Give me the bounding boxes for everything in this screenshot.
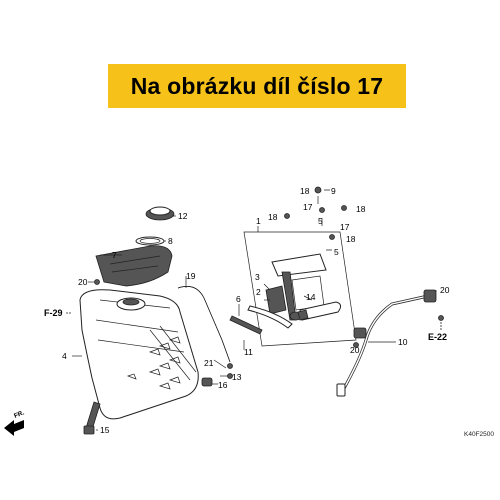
callout-18-top: 18 <box>300 186 310 196</box>
pump-gasket[interactable] <box>247 305 293 329</box>
callout-18-right: 18 <box>356 204 366 214</box>
callout-4: 4 <box>62 351 67 361</box>
svg-text:E-22: E-22 <box>428 332 447 342</box>
ref-f29[interactable]: F-29 <box>44 308 72 318</box>
callout-16: 16 <box>218 380 228 390</box>
leader-lines <box>72 189 437 431</box>
part-number-banner: Na obrázku díl číslo 17 <box>108 64 406 108</box>
callout-11: 11 <box>244 347 253 357</box>
banner-text: Na obrázku díl číslo 17 <box>130 72 384 99</box>
fuel-hose[interactable] <box>336 289 437 397</box>
callout-5-upper: 5 <box>318 216 323 226</box>
callout-13: 13 <box>232 372 242 382</box>
callout-3: 3 <box>255 272 260 282</box>
callout-17-upper: 17 <box>303 202 313 212</box>
callout-21: 21 <box>204 358 214 368</box>
svg-text:F-29: F-29 <box>44 308 63 318</box>
callout-8: 8 <box>168 236 173 246</box>
bolts <box>83 186 444 435</box>
seal-ring[interactable] <box>135 236 165 246</box>
breather-tube[interactable] <box>177 286 231 363</box>
fuel-tank[interactable] <box>79 289 199 420</box>
callout-12: 12 <box>178 211 188 221</box>
callout-2: 2 <box>256 287 261 297</box>
callout-9: 9 <box>331 186 336 196</box>
callout-18-left: 18 <box>268 212 278 222</box>
front-direction-arrow: FR. <box>4 409 26 436</box>
callout-6: 6 <box>236 294 241 304</box>
callout-19: 19 <box>186 271 196 281</box>
fuel-level-sensor[interactable] <box>297 301 342 321</box>
callout-1: 1 <box>256 216 261 226</box>
tank-cover[interactable] <box>95 245 173 287</box>
callout-10: 10 <box>398 337 408 347</box>
callout-14: 14 <box>306 292 316 302</box>
ref-e22[interactable]: E-22 <box>428 322 447 342</box>
fuel-cap[interactable] <box>145 206 175 221</box>
callout-18-lower: 18 <box>346 234 356 244</box>
callout-5-lower: 5 <box>334 247 339 257</box>
callout-20-hose: 20 <box>350 345 360 355</box>
callout-17-lower: 17 <box>340 222 350 232</box>
pump-packing[interactable] <box>229 315 263 335</box>
fuel-pump-assembly[interactable] <box>243 231 357 347</box>
callout-20-tank: 20 <box>78 277 88 287</box>
callout-7: 7 <box>112 250 117 260</box>
front-arrow-label: FR. <box>13 409 26 419</box>
callout-15: 15 <box>100 425 110 435</box>
callout-20-right: 20 <box>440 285 450 295</box>
diagram-code: K40F2500 <box>464 431 494 438</box>
